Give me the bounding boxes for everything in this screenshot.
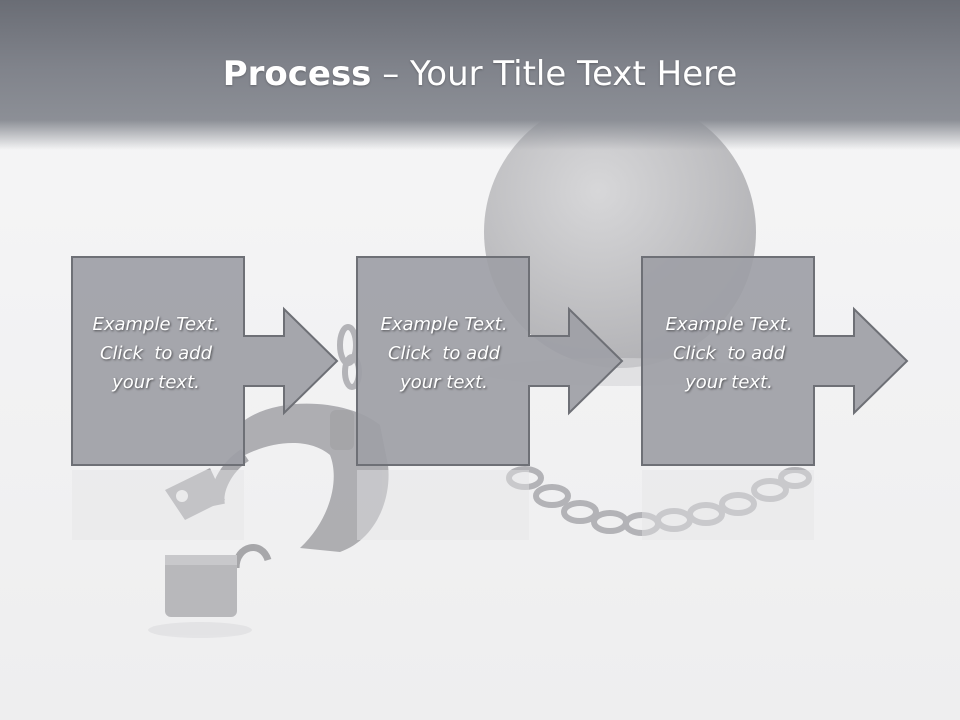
step-3-line-2: Click to add bbox=[672, 343, 785, 364]
process-step-1-text[interactable]: Example Text. Click to add your text. bbox=[72, 310, 240, 397]
step-3-line-1: Example Text. bbox=[665, 314, 793, 335]
process-step-2-text[interactable]: Example Text. Click to add your text. bbox=[360, 310, 528, 397]
padlock-icon bbox=[148, 544, 272, 638]
title-band bbox=[0, 0, 960, 150]
step-3-line-3: your text. bbox=[685, 372, 773, 393]
step-1-line-1: Example Text. bbox=[92, 314, 220, 335]
slide-title[interactable]: Process – Your Title Text Here bbox=[0, 52, 960, 96]
step-1-line-2: Click to add bbox=[99, 343, 212, 364]
process-step-2-shape[interactable] bbox=[356, 256, 624, 466]
step-2-line-2: Click to add bbox=[387, 343, 500, 364]
process-step-3-text[interactable]: Example Text. Click to add your text. bbox=[645, 310, 813, 397]
step-2-line-3: your text. bbox=[400, 372, 488, 393]
process-step-1-shape[interactable] bbox=[71, 256, 339, 466]
step-2-line-1: Example Text. bbox=[380, 314, 508, 335]
chain-icon bbox=[337, 324, 812, 536]
title-rest-text: – Your Title Text Here bbox=[371, 54, 738, 94]
process-step-3-shape[interactable] bbox=[641, 256, 909, 466]
step-1-line-3: your text. bbox=[112, 372, 200, 393]
title-bold-text: Process bbox=[222, 54, 372, 94]
